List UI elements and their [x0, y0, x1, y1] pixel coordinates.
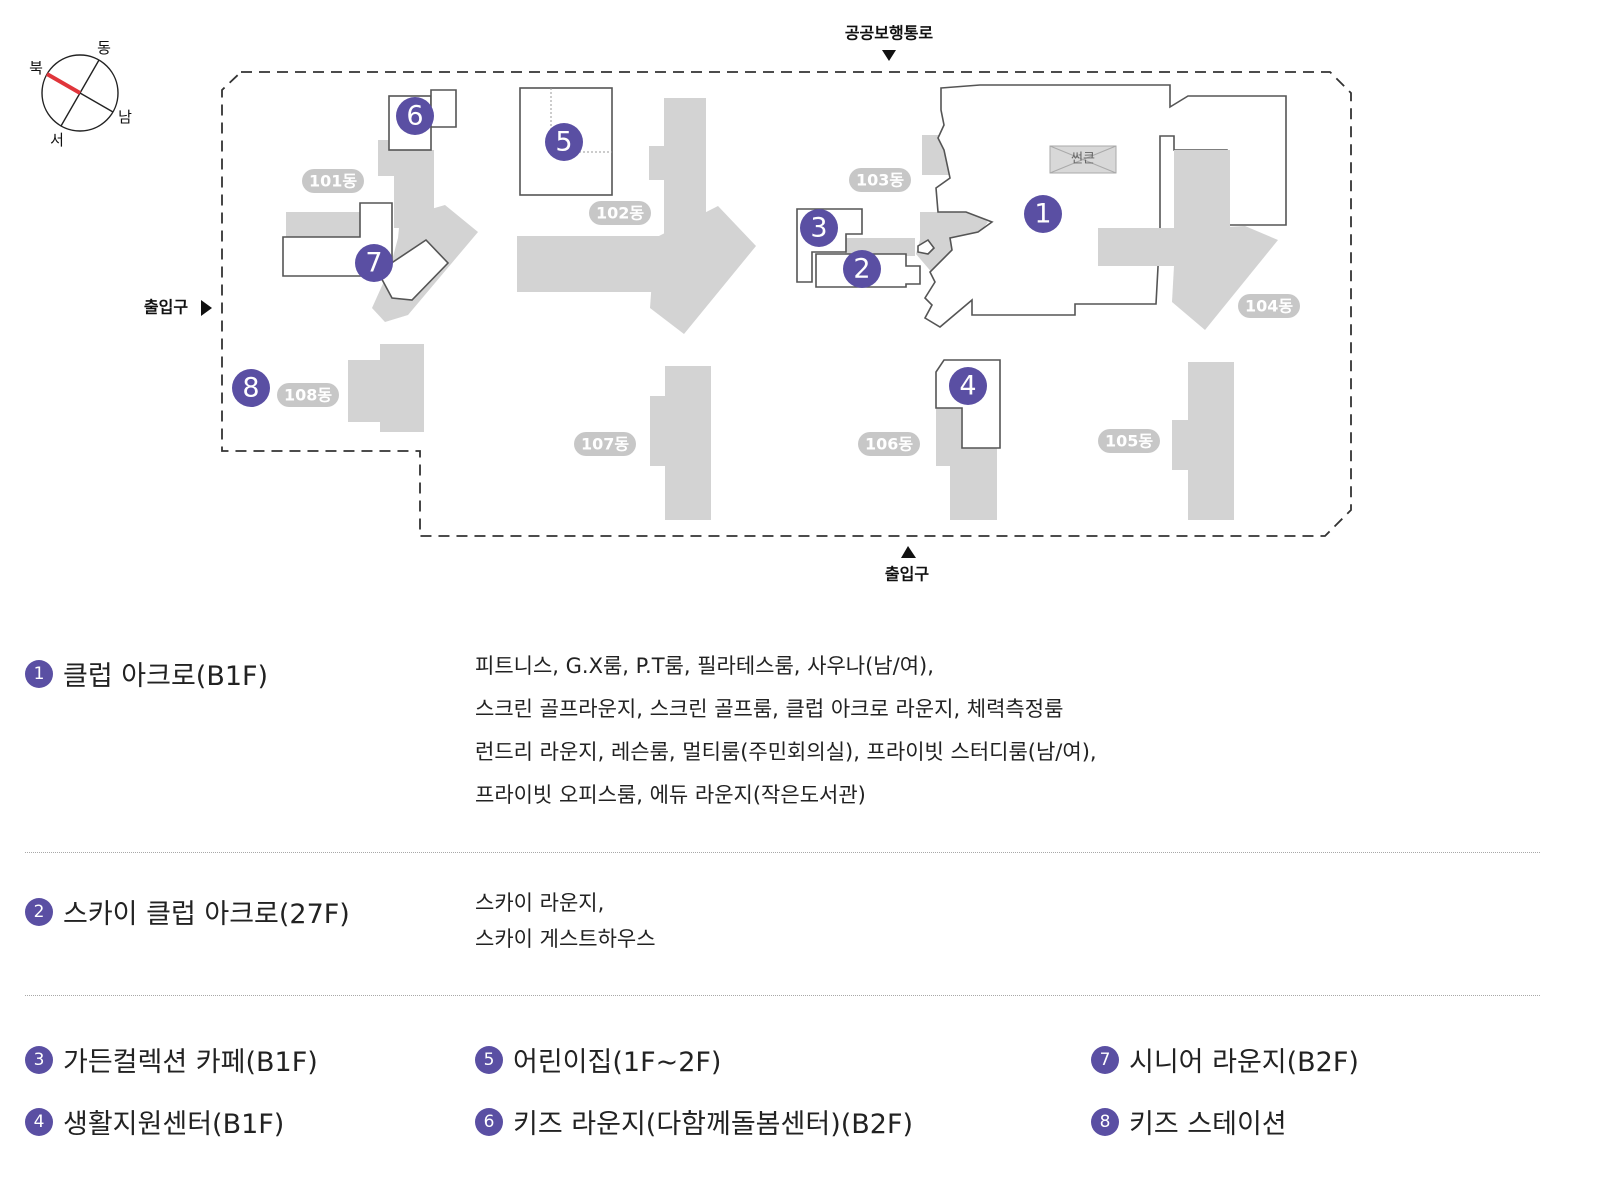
site-map: 북 동 남 서 공공보행통로 출입구 출입구 [29, 24, 1352, 584]
facility-1-description: 피트니스, G.X룸, P.T룸, 필라테스룸, 사우나(남/여), 스크린 골… [475, 645, 1097, 817]
facility-name: 스카이 클럽 아크로(27F) [63, 899, 350, 930]
facility-name: 어린이집(1F~2F) [513, 1047, 722, 1078]
facility-1-title: 1 클럽 아크로(B1F) [25, 654, 268, 693]
building-label-104: 104동 [1238, 294, 1300, 318]
svg-text:4: 4 [959, 371, 976, 402]
legend-divider [25, 852, 1540, 853]
building-label-101: 101동 [302, 169, 364, 193]
svg-text:105동: 105동 [1105, 432, 1153, 451]
svg-text:107동: 107동 [581, 435, 629, 454]
facility-number-badge: 3 [25, 1045, 53, 1074]
building-105 [1172, 362, 1234, 520]
building-label-108: 108동 [277, 383, 339, 407]
compass: 북 동 남 서 [29, 39, 132, 149]
facility-name: 생활지원센터(B1F) [63, 1109, 285, 1140]
facility-3-title: 3 가든컬렉션 카페(B1F) [25, 1040, 318, 1079]
facility-number-badge: 4 [25, 1107, 53, 1136]
club-acro-outline [923, 84, 1287, 328]
site-boundary [221, 71, 1352, 537]
facility-name: 키즈 라운지(다함께돌봄센터)(B2F) [513, 1109, 914, 1140]
facility-number-badge: 8 [1091, 1107, 1119, 1136]
building-label-106: 106동 [858, 432, 920, 456]
compass-north-needle [46, 72, 81, 95]
svg-text:8: 8 [242, 373, 259, 404]
facility-number-badge: 2 [25, 897, 53, 926]
svg-text:108동: 108동 [284, 386, 332, 405]
facility-2-title: 2 스카이 클럽 아크로(27F) [25, 892, 350, 931]
compass-south-label: 남 [118, 108, 132, 126]
svg-text:6: 6 [406, 101, 423, 132]
facility-desc-line: 스카이 라운지, [475, 891, 605, 915]
svg-text:106동: 106동 [865, 435, 913, 454]
compass-east-label: 동 [97, 39, 111, 57]
building-label-105: 105동 [1098, 429, 1160, 453]
facility-desc-line: 피트니스, G.X룸, P.T룸, 필라테스룸, 사우나(남/여), [475, 654, 934, 678]
map-pin-4[interactable]: 4 [949, 367, 987, 405]
facility-number-badge: 1 [25, 659, 53, 688]
map-pin-2[interactable]: 2 [843, 250, 881, 288]
building-104 [1098, 150, 1278, 330]
building-101 [282, 89, 478, 322]
facility-number-badge: 6 [475, 1107, 503, 1136]
public-walkway-label: 공공보행통로 [845, 24, 934, 43]
facility-desc-line: 스크린 골프라운지, 스크린 골프룸, 클럽 아크로 라운지, 체력측정룸 [475, 697, 1064, 721]
compass-west-label: 서 [50, 131, 64, 149]
compass-north-label: 북 [29, 59, 43, 77]
map-pin-3[interactable]: 3 [800, 209, 838, 247]
facility-4-title: 4 생활지원센터(B1F) [25, 1102, 284, 1141]
entrance-left-arrow-icon [201, 300, 212, 316]
building-label-103: 103동 [849, 168, 911, 192]
building-label-107: 107동 [574, 432, 636, 456]
small-outline [917, 238, 936, 255]
entrance-bottom-arrow-icon [901, 546, 916, 558]
sunken-area: 썬큰 [1049, 145, 1117, 174]
building-label-102: 102동 [589, 201, 651, 225]
svg-text:103동: 103동 [856, 171, 904, 190]
facility-desc-line: 프라이빗 오피스룸, 에듀 라운지(작은도서관) [475, 783, 866, 807]
svg-text:1: 1 [1034, 199, 1051, 230]
sunken-label: 썬큰 [1071, 152, 1095, 167]
svg-text:104동: 104동 [1245, 297, 1293, 316]
svg-text:2: 2 [853, 254, 870, 285]
facility-desc-line: 스카이 게스트하우스 [475, 927, 656, 951]
map-pin-8[interactable]: 8 [232, 369, 270, 407]
building-108 [348, 344, 424, 432]
compass-axis-south [79, 92, 114, 113]
map-pin-7[interactable]: 7 [355, 244, 393, 282]
entrance-bottom-label: 출입구 [885, 565, 929, 584]
walkway-arrow-icon [882, 50, 896, 61]
facility-name: 키즈 스테이션 [1129, 1109, 1287, 1140]
facility-desc-line: 런드리 라운지, 레슨룸, 멀티룸(주민회의실), 프라이빗 스터디룸(남/여)… [475, 740, 1097, 764]
facility-name: 클럽 아크로(B1F) [63, 661, 269, 692]
svg-text:5: 5 [555, 127, 572, 158]
svg-text:7: 7 [365, 248, 382, 279]
facility-name: 시니어 라운지(B2F) [1129, 1047, 1359, 1078]
facility-name: 가든컬렉션 카페(B1F) [63, 1047, 318, 1078]
facility-7-title: 7 시니어 라운지(B2F) [1091, 1040, 1359, 1079]
legend-divider [25, 995, 1540, 996]
svg-text:101동: 101동 [309, 172, 357, 191]
map-pin-5[interactable]: 5 [545, 123, 583, 161]
map-pin-6[interactable]: 6 [396, 97, 434, 135]
svg-text:3: 3 [810, 213, 827, 244]
facility-2-description: 스카이 라운지, 스카이 게스트하우스 [475, 885, 656, 957]
map-pin-1[interactable]: 1 [1024, 195, 1062, 233]
building-107 [650, 366, 711, 520]
facility-6-title: 6 키즈 라운지(다함께돌봄센터)(B2F) [475, 1102, 913, 1141]
entrance-left-label: 출입구 [144, 298, 188, 317]
facility-8-title: 8 키즈 스테이션 [1091, 1102, 1287, 1141]
facility-5-title: 5 어린이집(1F~2F) [475, 1040, 721, 1079]
facility-number-badge: 7 [1091, 1045, 1119, 1074]
svg-text:102동: 102동 [596, 204, 644, 223]
facility-number-badge: 5 [475, 1045, 503, 1074]
